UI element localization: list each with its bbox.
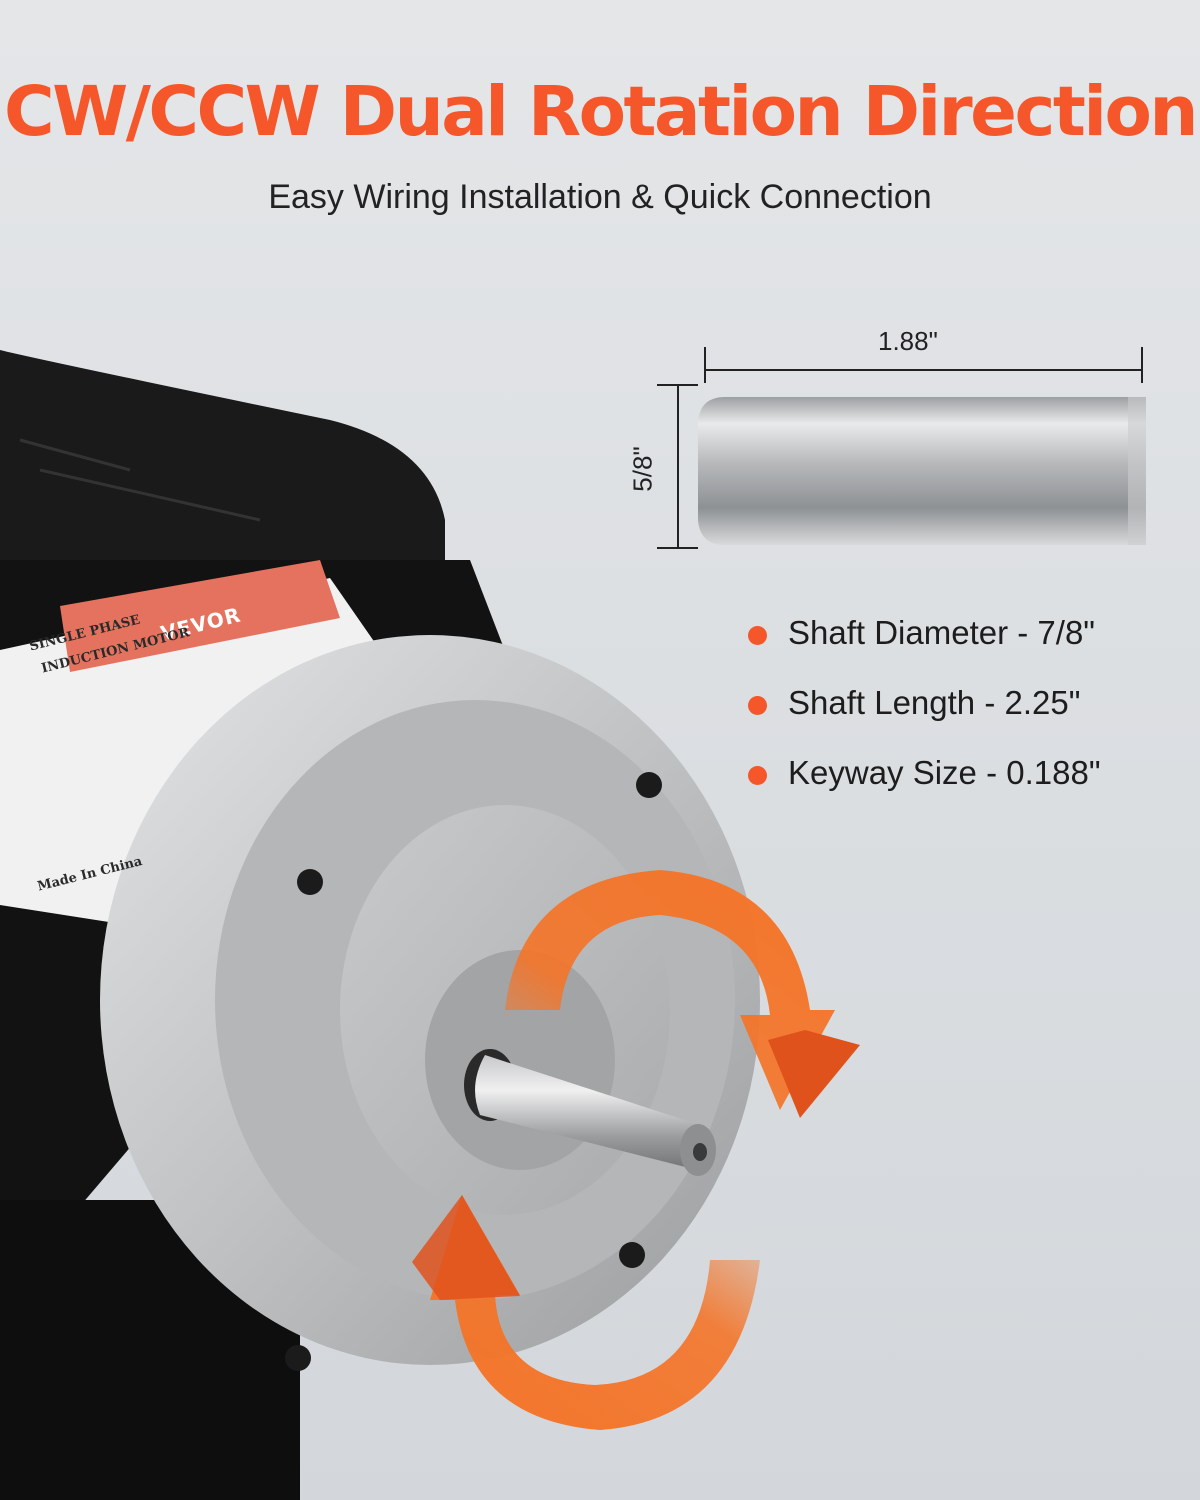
bolt-hole [297, 869, 323, 895]
shaft-diameter-label: 5/8" [627, 446, 658, 492]
motor-shaft [475, 1055, 712, 1172]
bullet-dot-icon [748, 696, 767, 715]
shaft-image [698, 397, 1146, 545]
headline: CW/CCW Dual Rotation Direction [3, 72, 1199, 152]
cw-ccw-rotation-arrows-icon [412, 870, 860, 1430]
bolt-hole [619, 1242, 645, 1268]
subheadline: Easy Wiring Installation & Quick Connect… [268, 178, 932, 216]
bolt-hole [285, 1345, 311, 1371]
bolt-hole [636, 772, 662, 798]
spec-text: Shaft Length - 2.25" [788, 684, 1081, 721]
spec-text: Keyway Size - 0.188" [788, 754, 1101, 791]
spec-text: Shaft Diameter - 7/8" [788, 614, 1096, 651]
motor-image [0, 350, 760, 1500]
bullet-dot-icon [748, 626, 767, 645]
shaft-length-label: 1.88" [878, 326, 938, 356]
bullet-dot-icon [748, 766, 767, 785]
shaft-diagram [657, 347, 1146, 549]
